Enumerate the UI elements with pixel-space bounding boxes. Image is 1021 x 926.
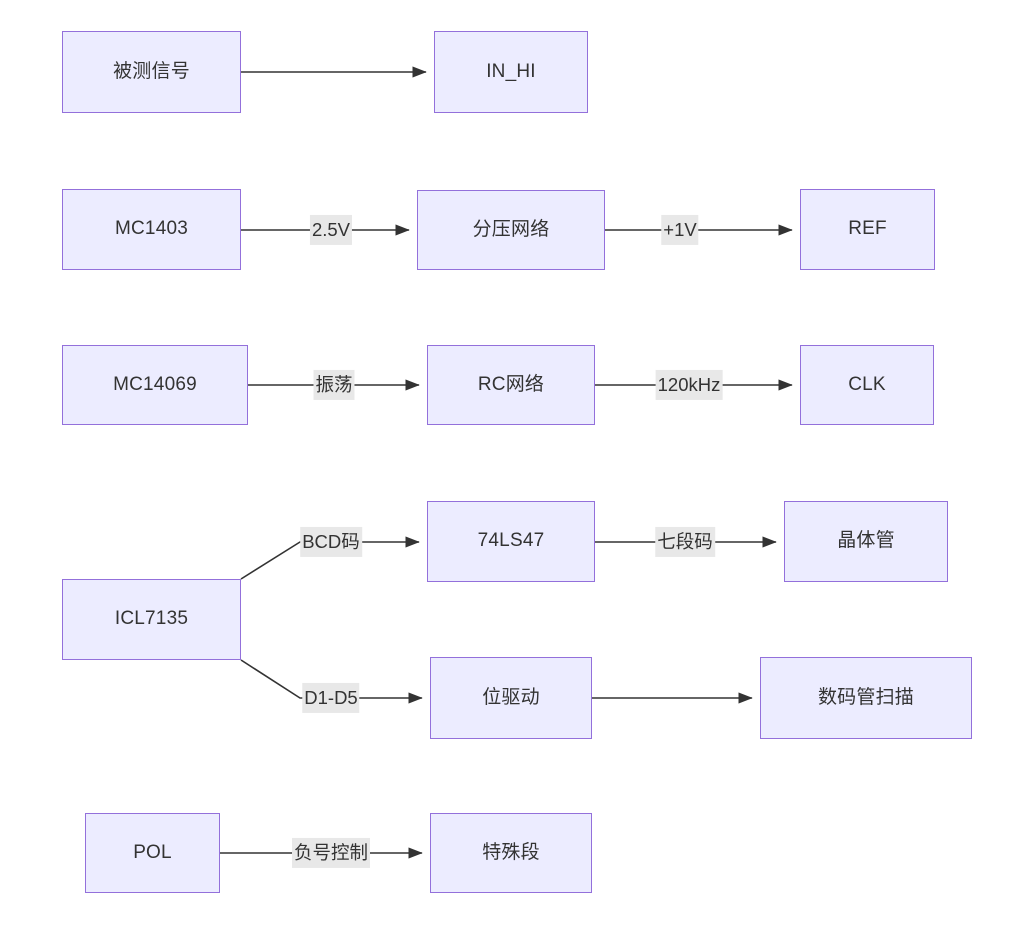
node-mc1403[interactable]: MC1403 <box>62 189 241 270</box>
node-divider[interactable]: 分压网络 <box>417 190 605 270</box>
node-label: 被测信号 <box>113 60 190 82</box>
edge-label-icl_74ls47: BCD码 <box>300 526 362 558</box>
node-label: 74LS47 <box>477 530 545 552</box>
node-mc14069[interactable]: MC14069 <box>62 345 248 425</box>
node-label: MC14069 <box>113 373 197 395</box>
node-pol[interactable]: POL <box>85 813 220 893</box>
edge-label-mc14069_rc: 振荡 <box>313 369 355 401</box>
node-label: POL <box>133 841 172 863</box>
edge-label-74ls47_transistor: 七段码 <box>655 526 715 558</box>
node-label: RC网络 <box>477 373 545 395</box>
node-label: MC1403 <box>114 218 189 240</box>
edge-label-pol_special: 负号控制 <box>291 837 371 869</box>
node-inhi[interactable]: IN_HI <box>434 31 588 113</box>
node-label: IN_HI <box>486 60 536 82</box>
node-label: 特殊段 <box>482 841 540 863</box>
node-label: 分压网络 <box>472 218 550 240</box>
node-rc[interactable]: RC网络 <box>427 345 595 425</box>
edge-label-mc1403_divider: 2.5V <box>309 214 353 246</box>
node-label: 数码管扫描 <box>817 686 914 708</box>
node-icl7135[interactable]: ICL7135 <box>62 579 241 660</box>
node-signal[interactable]: 被测信号 <box>62 31 241 113</box>
edge-label-rc_clk: 120kHz <box>655 369 723 401</box>
node-special[interactable]: 特殊段 <box>430 813 592 893</box>
edge-label-icl_bitdrive: D1-D5 <box>302 682 360 714</box>
node-ref[interactable]: REF <box>800 189 935 270</box>
node-bitdrive[interactable]: 位驱动 <box>430 657 592 739</box>
node-label: 晶体管 <box>837 530 895 552</box>
node-label: 位驱动 <box>482 686 540 708</box>
edge-label-divider_ref: +1V <box>661 214 699 246</box>
node-74ls47[interactable]: 74LS47 <box>427 501 595 582</box>
node-transistor[interactable]: 晶体管 <box>784 501 948 582</box>
node-label: CLK <box>848 373 886 395</box>
node-clk[interactable]: CLK <box>800 345 934 425</box>
node-scan[interactable]: 数码管扫描 <box>760 657 972 739</box>
node-label: REF <box>848 218 887 240</box>
node-label: ICL7135 <box>114 608 189 630</box>
